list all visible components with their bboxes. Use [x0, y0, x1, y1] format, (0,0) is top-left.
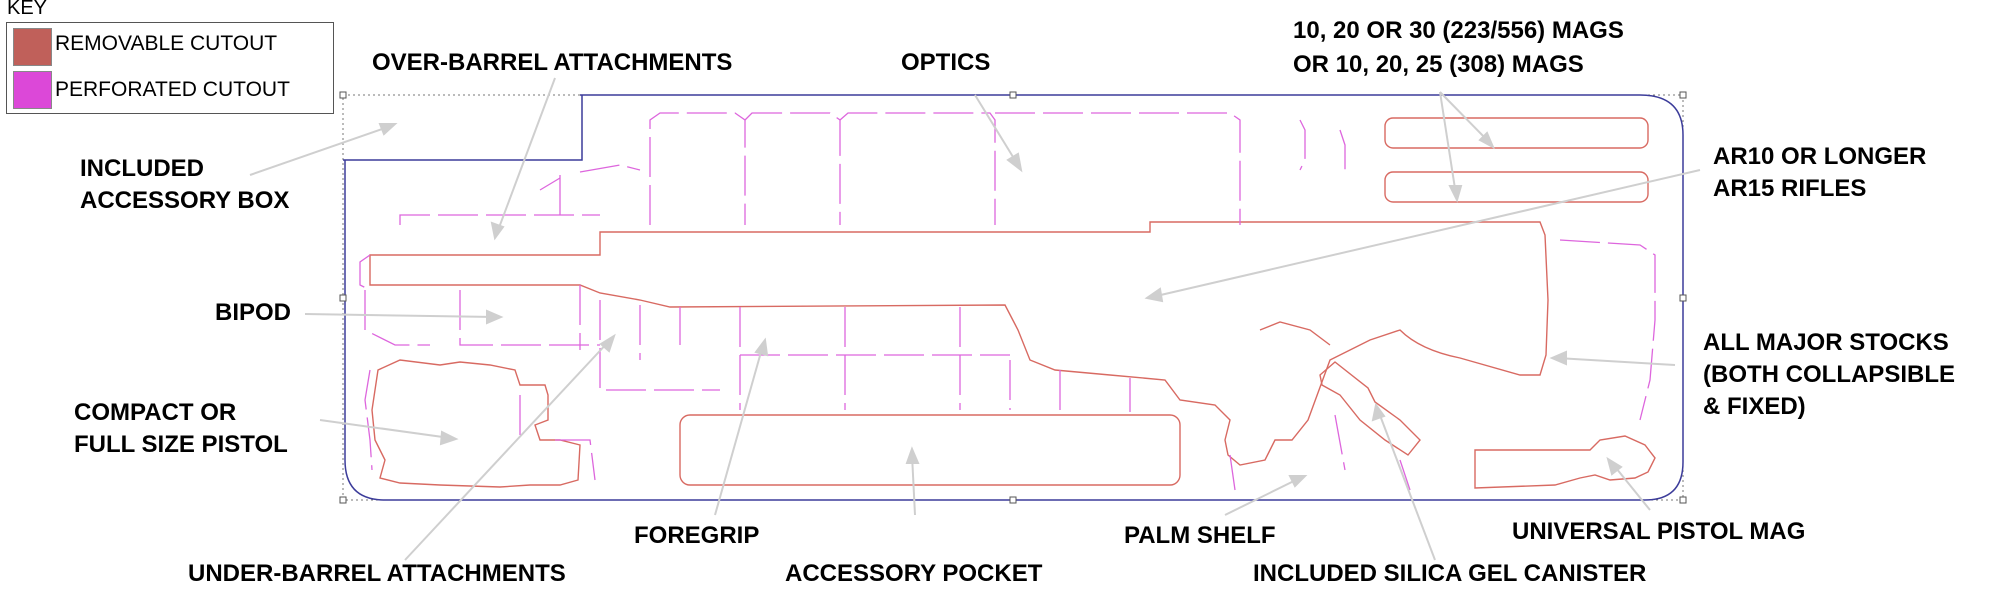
label-pistol-2: FULL SIZE PISTOL	[74, 431, 288, 458]
stock-perforation	[1559, 239, 1656, 421]
key-title: KEY	[7, 0, 48, 19]
mag-cutout-1	[1384, 117, 1649, 149]
removable-swatch	[13, 28, 52, 66]
over-barrel-perforation	[399, 214, 600, 225]
label-mags-1: 10, 20 OR 30 (223/556) MAGS	[1293, 17, 1624, 44]
pistol-mag-cutout	[1474, 435, 1656, 489]
rifle-cutout	[369, 221, 1549, 466]
pistol-cutout	[371, 359, 581, 488]
accessory-box-outline	[343, 95, 583, 161]
silica-canister-cutout	[1319, 361, 1421, 456]
label-rifles-2: AR15 RIFLES	[1713, 175, 1867, 202]
label-stocks-3: & FIXED)	[1703, 393, 1806, 420]
under-barrel-perforation	[599, 300, 720, 391]
label-pistol-mag: UNIVERSAL PISTOL MAG	[1512, 518, 1806, 545]
label-accessory-box-1: INCLUDED	[80, 155, 204, 182]
removable-label: REMOVABLE CUTOUT	[55, 32, 278, 55]
key-legend: KEY REMOVABLE CUTOUT PERFORATED CUTOUT	[6, 0, 334, 114]
case-outline	[339, 91, 1687, 504]
removable-cutouts	[369, 117, 1656, 489]
label-rifles-1: AR10 OR LONGER	[1713, 143, 1927, 170]
label-accessory-box-2: ACCESSORY BOX	[80, 187, 290, 214]
label-stocks-1: ALL MAJOR STOCKS	[1703, 329, 1949, 356]
bipod-perforation	[364, 290, 430, 346]
palm-shelf-stock-cutout	[1259, 321, 1331, 346]
label-accessory-pocket: ACCESSORY POCKET	[785, 560, 1043, 587]
accessory-pocket-cutout	[679, 414, 1181, 486]
leader-lines	[249, 77, 1701, 561]
perforated-swatch	[13, 71, 52, 109]
label-mags-2: OR 10, 20, 25 (308) MAGS	[1293, 51, 1584, 78]
label-stocks-2: (BOTH COLLAPSIBLE	[1703, 361, 1955, 388]
label-bipod: BIPOD	[215, 299, 292, 326]
label-silica: INCLUDED SILICA GEL CANISTER	[1253, 560, 1647, 587]
optics-perforation	[649, 112, 746, 225]
label-pistol-1: COMPACT OR	[74, 399, 237, 426]
mag-cutout-2	[1384, 171, 1649, 203]
case-inner-outline	[344, 94, 1684, 501]
label-over-barrel: OVER-BARREL ATTACHMENTS	[372, 49, 733, 76]
label-under-barrel: UNDER-BARREL ATTACHMENTS	[188, 560, 566, 587]
perforated-label: PERFORATED CUTOUT	[55, 78, 290, 101]
label-foregrip: FOREGRIP	[634, 522, 760, 549]
label-palm-shelf: PALM SHELF	[1124, 522, 1276, 549]
label-optics: OPTICS	[901, 49, 991, 76]
perforated-cutouts	[359, 112, 1656, 491]
